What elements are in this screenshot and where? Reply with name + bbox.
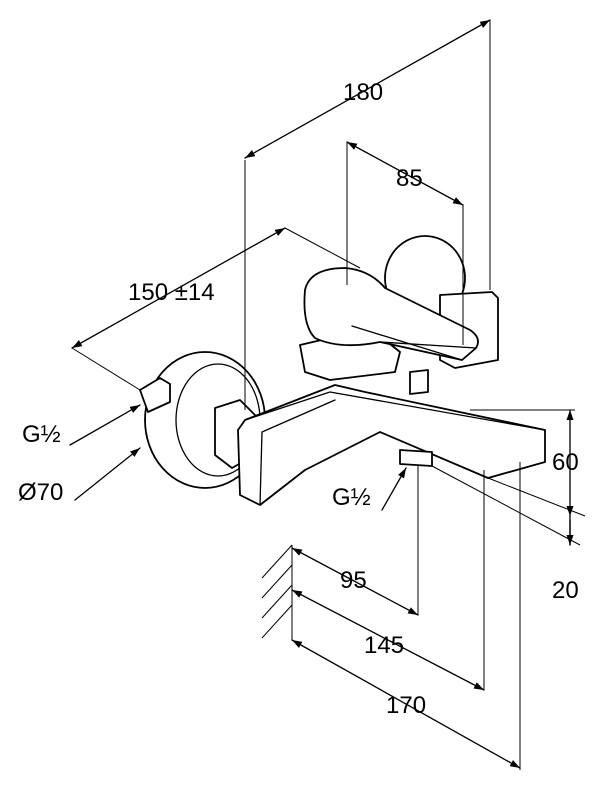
spout-top-edge (244, 391, 546, 431)
leader-d70 (74, 447, 141, 501)
spout-tip-edge (487, 461, 546, 479)
spout-front-face (259, 399, 336, 506)
dimension-lines (69, 19, 586, 770)
lever-handle (303, 267, 479, 361)
leader-g12-outlet (381, 467, 407, 511)
label-width-overall: 180 (343, 79, 383, 106)
label-thread-inlet: G½ (22, 421, 61, 448)
label-thread-outlet: G½ (332, 484, 371, 511)
wall-hatch (261, 544, 293, 640)
spout-outlet (399, 449, 433, 467)
dim-line-85 (346, 141, 464, 206)
label-rosette-diameter: Ø70 (18, 479, 63, 506)
lever-edge (351, 325, 463, 361)
label-handle-offset: 85 (396, 165, 423, 192)
mixer-body (139, 235, 546, 506)
label-outlet-drop: 20 (552, 577, 579, 604)
label-depth-spout: 145 (364, 632, 404, 659)
inlet-stub (139, 377, 171, 413)
dim-line-150 (71, 227, 286, 349)
dim-line-170 (291, 639, 521, 769)
leader-g12-inlet (69, 404, 141, 446)
label-depth-overall: 170 (386, 692, 426, 719)
label-centres: 150 ±14 (128, 279, 215, 306)
label-spout-height: 60 (552, 449, 579, 476)
lever-edge-2 (379, 341, 477, 349)
diverter-knob (409, 369, 429, 395)
label-depth-outlet: 95 (340, 567, 367, 594)
dimension-labels: 180 85 150 ±14 G½ Ø70 G½ 60 20 95 145 17… (18, 79, 579, 719)
dim-line-180 (244, 19, 491, 159)
